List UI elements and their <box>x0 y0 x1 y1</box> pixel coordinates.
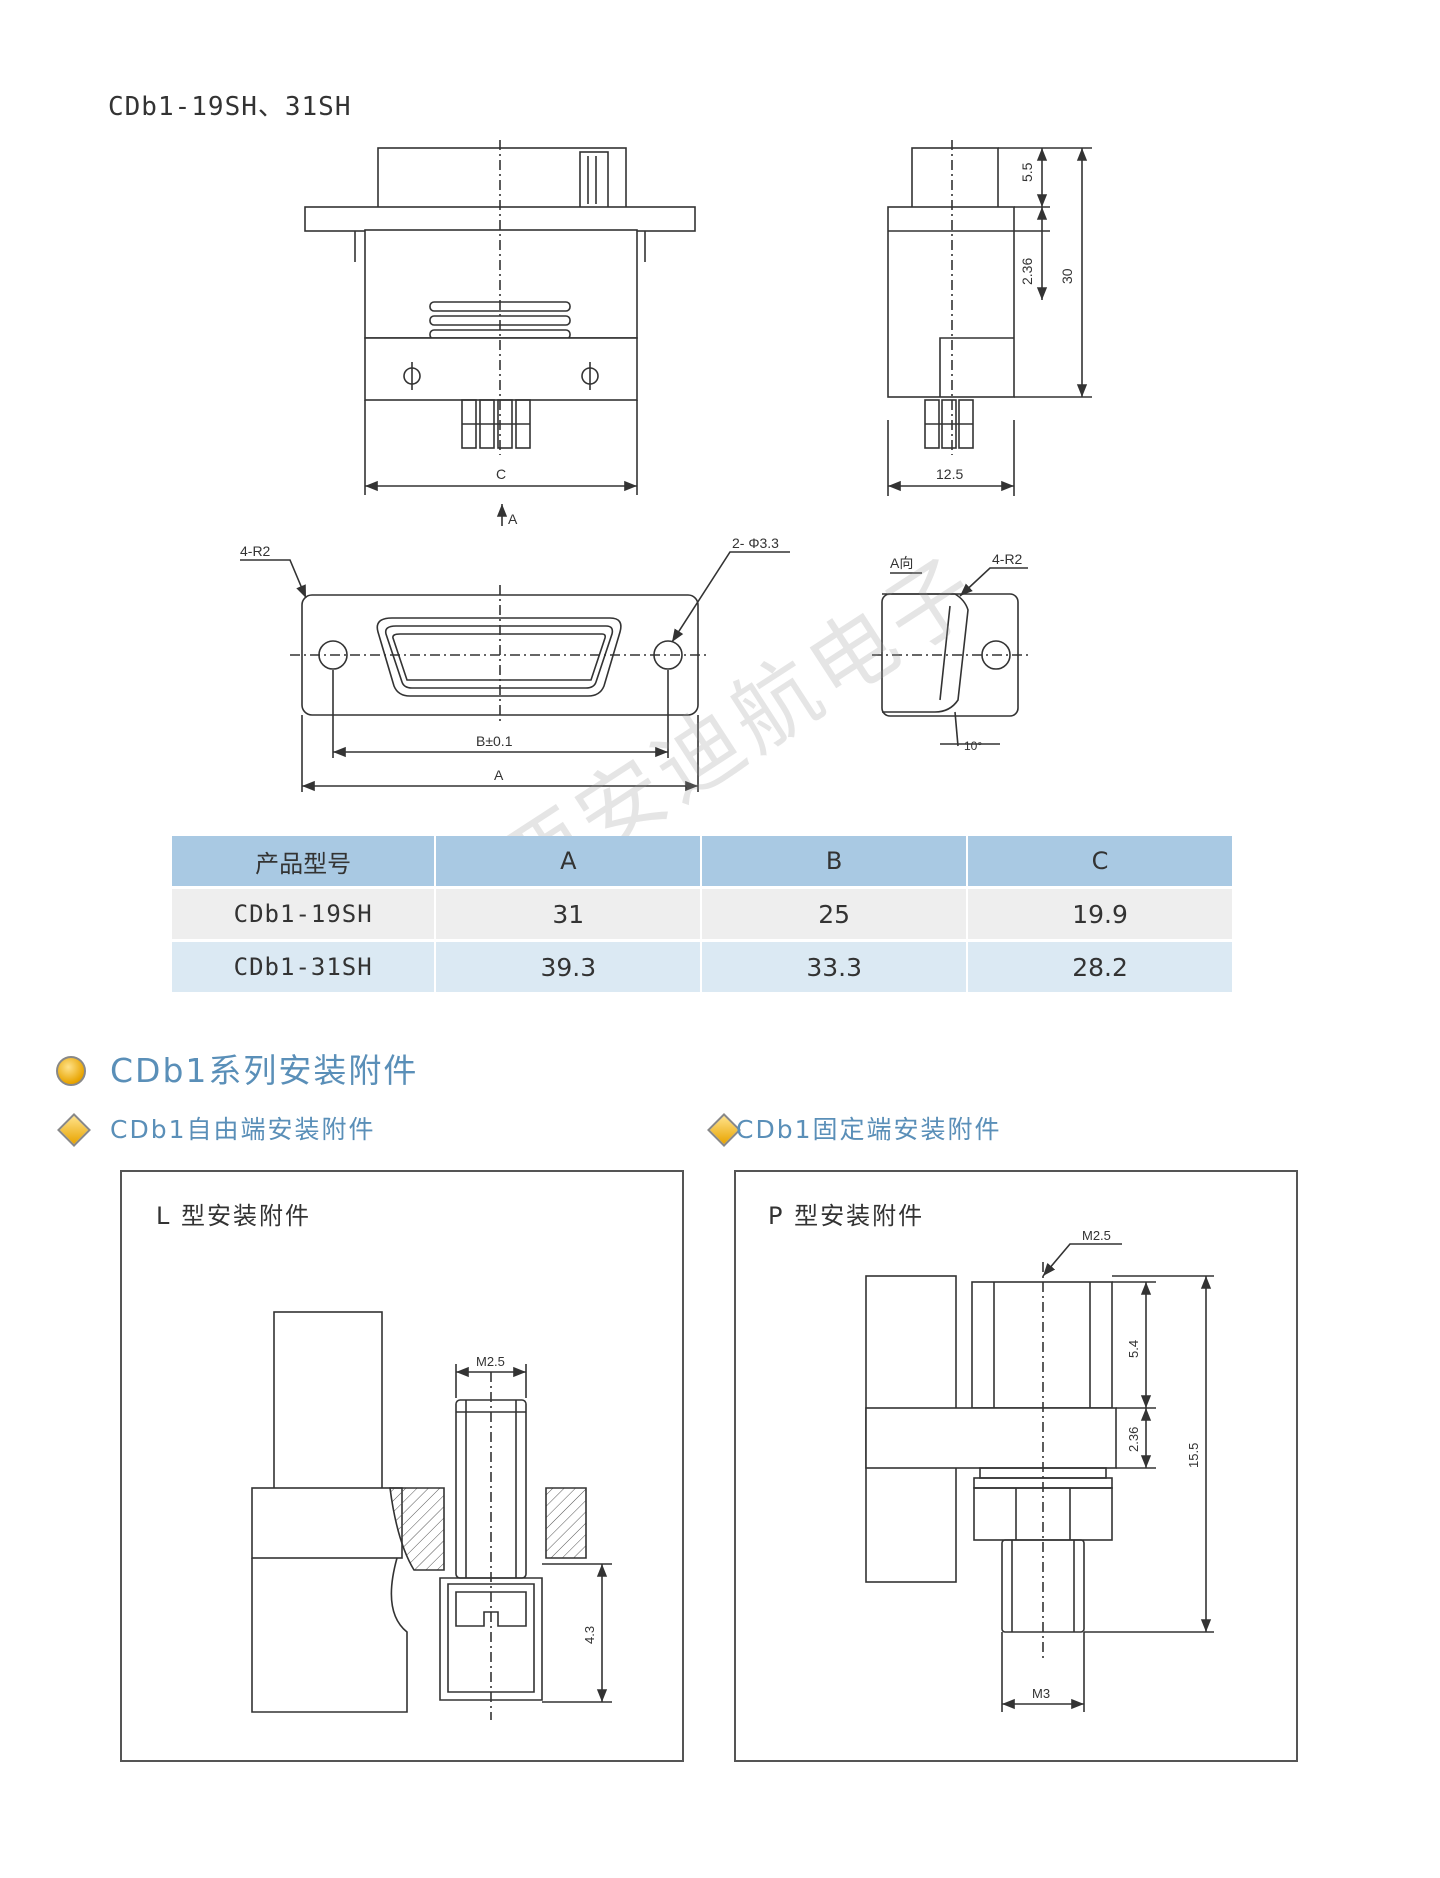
dim-12-5: 12.5 <box>936 466 963 482</box>
cell-c: 28.2 <box>967 940 1234 995</box>
l-type-drawing: M2.5 4.3 <box>251 1311 612 1720</box>
header-a: A <box>435 836 703 889</box>
r2-label: 4-R2 <box>240 543 271 559</box>
a-dim-label: A <box>494 767 504 783</box>
table-row: CDb1-19SH 31 25 19.9 <box>172 887 1234 942</box>
cell-a: 39.3 <box>435 940 703 995</box>
header-model: 产品型号 <box>172 836 437 889</box>
header-b: B <box>701 836 969 889</box>
dim-5-5: 5.5 <box>1019 162 1035 182</box>
dim-30: 30 <box>1059 268 1075 284</box>
fixed-end-subtitle: CDb1固定端安装附件 <box>736 1115 1002 1144</box>
free-end-subtitle: CDb1自由端安装附件 <box>110 1115 376 1144</box>
p-type-drawing: M2.5 5.4 2.36 15.5 M3 <box>865 1228 1214 1712</box>
p-dim-2-36: 2.36 <box>1126 1427 1141 1452</box>
p-m3-label: M3 <box>1032 1686 1050 1701</box>
diamond-bullet-icon <box>57 1113 91 1147</box>
a-arrow-label: A <box>508 511 518 527</box>
cell-a: 31 <box>435 887 703 942</box>
section-title: CDb1系列安装附件 <box>110 1051 419 1090</box>
angle-label: 10° <box>964 739 982 753</box>
header-c: C <box>967 836 1234 889</box>
p-dim-15-5: 15.5 <box>1186 1443 1201 1468</box>
p-dim-5-4: 5.4 <box>1126 1340 1141 1358</box>
b-dim-label: B±0.1 <box>476 733 513 749</box>
spec-table: 产品型号 A B C CDb1-19SH 31 25 19.9 CDb1-31S… <box>172 836 1234 995</box>
l-dim-4-3: 4.3 <box>582 1626 597 1644</box>
hole-label: 2- Φ3.3 <box>732 535 779 551</box>
a-view-label: A向 <box>890 555 913 571</box>
l-type-box: L 型安装附件 <box>120 1170 684 1762</box>
table-header-row: 产品型号 A B C <box>172 836 1234 889</box>
section-bullet-icon <box>56 1056 86 1086</box>
a-view-r2-label: 4-R2 <box>992 551 1023 567</box>
l-type-label: L 型安装附件 <box>156 1202 311 1230</box>
l-m25-label: M2.5 <box>476 1354 505 1369</box>
cell-b: 25 <box>701 887 969 942</box>
p-type-box: P 型安装附件 <box>734 1170 1298 1762</box>
connector-drawing: C A 5.5 2.36 30 12.5 4-R2 2- Φ3.3 B±0.1 … <box>240 140 1092 792</box>
p-type-label: P 型安装附件 <box>768 1202 925 1230</box>
cell-b: 33.3 <box>701 940 969 995</box>
p-m25-label: M2.5 <box>1082 1228 1111 1243</box>
c-dim-label: C <box>496 466 506 482</box>
table-row: CDb1-31SH 39.3 33.3 28.2 <box>172 940 1234 995</box>
page-title: CDb1-19SH、31SH <box>108 92 352 122</box>
cell-model: CDb1-31SH <box>172 940 437 995</box>
dim-2-36: 2.36 <box>1019 258 1035 285</box>
cell-model: CDb1-19SH <box>172 887 437 942</box>
cell-c: 19.9 <box>967 887 1234 942</box>
